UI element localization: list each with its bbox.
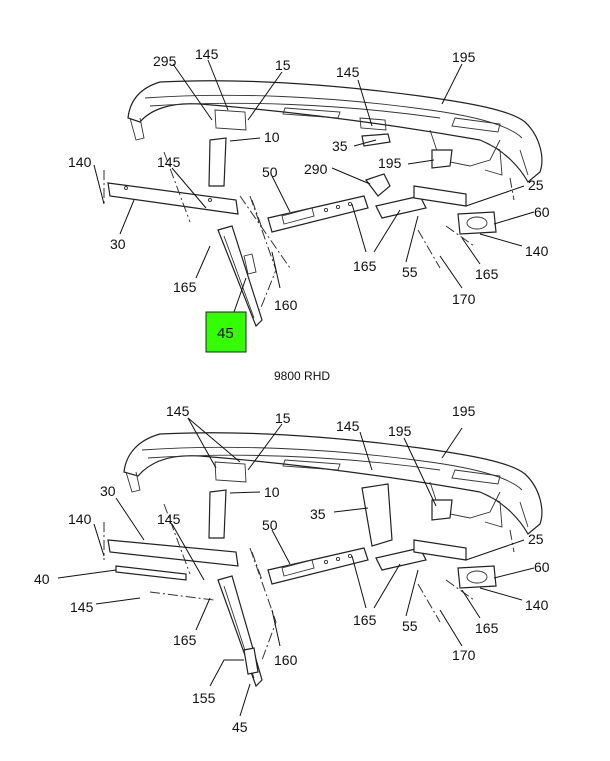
label-165-top-b: 165	[353, 258, 377, 274]
label-50-bottom: 50	[262, 517, 278, 533]
label-35-top: 35	[332, 138, 348, 154]
label-160-bottom: 160	[274, 652, 298, 668]
label-165-bottom-a: 165	[173, 632, 197, 648]
label-10-bottom: 10	[264, 484, 280, 500]
label-15-bottom: 15	[275, 410, 291, 426]
label-50-top: 50	[262, 164, 278, 180]
label-155: 155	[192, 690, 216, 706]
part-30-panel	[107, 182, 239, 215]
label-25-bottom: 25	[528, 531, 544, 547]
part-155	[243, 647, 259, 675]
label-195-bottom-b: 195	[388, 423, 412, 439]
dash-panel-assembly	[127, 80, 543, 183]
label-145-top-a: 145	[195, 46, 219, 62]
bottom-exploded-view: 145 15 145 195 195 30 10 140 145 35 50 2…	[34, 403, 550, 735]
label-15-top: 15	[275, 57, 291, 73]
label-55-bottom: 55	[402, 618, 418, 634]
label-195-bottom: 195	[452, 403, 476, 419]
part-60-lower	[457, 565, 497, 589]
part-40-strip	[115, 565, 187, 581]
part-290	[365, 173, 391, 197]
part-10-bracket-lower	[208, 489, 227, 539]
view-caption: 9800 RHD	[274, 369, 330, 383]
part-45-panel	[217, 225, 263, 328]
label-145-top-c: 145	[157, 154, 181, 170]
part-195-lower-b	[431, 499, 453, 521]
part-10-bracket	[208, 137, 227, 187]
label-45-highlighted[interactable]: 45	[217, 325, 234, 342]
top-exploded-view: 145 295 15 145 195 10 35 140 145 290 195…	[68, 46, 550, 353]
label-145-top-b: 145	[336, 64, 360, 80]
part-50-panel-lower	[267, 547, 369, 585]
label-145-bottom-c: 145	[157, 511, 181, 527]
label-10-top: 10	[264, 129, 280, 145]
label-145-bottom-b: 145	[336, 418, 360, 434]
part-50-panel	[267, 195, 369, 233]
label-160-top: 160	[274, 297, 298, 313]
part-30-panel-lower	[107, 539, 239, 567]
part-55-lower	[375, 547, 427, 571]
highlight-box-45[interactable]	[205, 311, 247, 353]
label-25-top: 25	[528, 177, 544, 193]
label-290: 290	[304, 161, 328, 177]
label-170-top: 170	[452, 291, 476, 307]
label-55-top: 55	[402, 264, 418, 280]
label-165-bottom-c: 165	[475, 620, 499, 636]
label-195-top: 195	[452, 49, 476, 65]
label-140-top-b: 140	[525, 243, 549, 259]
part-195-lower	[431, 149, 453, 169]
label-165-top-a: 165	[173, 279, 197, 295]
label-35-bottom: 35	[310, 506, 326, 522]
label-30-bottom: 30	[100, 483, 116, 499]
label-45-bottom: 45	[232, 719, 248, 735]
part-35-lower	[361, 483, 393, 547]
part-55	[375, 195, 427, 219]
label-170-bottom: 170	[452, 647, 476, 663]
part-60	[457, 211, 497, 235]
label-195-top-b: 195	[378, 155, 402, 171]
label-145-bottom-a: 145	[166, 403, 190, 419]
dash-panel-assembly-lower	[123, 432, 543, 535]
label-30-top: 30	[110, 236, 126, 252]
label-140-bottom-a: 140	[68, 511, 92, 527]
label-295: 295	[153, 53, 177, 69]
label-60-bottom: 60	[534, 559, 550, 575]
label-140-bottom-b: 140	[525, 597, 549, 613]
label-140-top-a: 140	[68, 154, 92, 170]
label-165-bottom-b: 165	[353, 612, 377, 628]
label-165-top-c: 165	[475, 266, 499, 282]
label-145-bottom-d: 145	[70, 599, 94, 615]
label-60-top: 60	[534, 204, 550, 220]
label-40: 40	[34, 571, 50, 587]
